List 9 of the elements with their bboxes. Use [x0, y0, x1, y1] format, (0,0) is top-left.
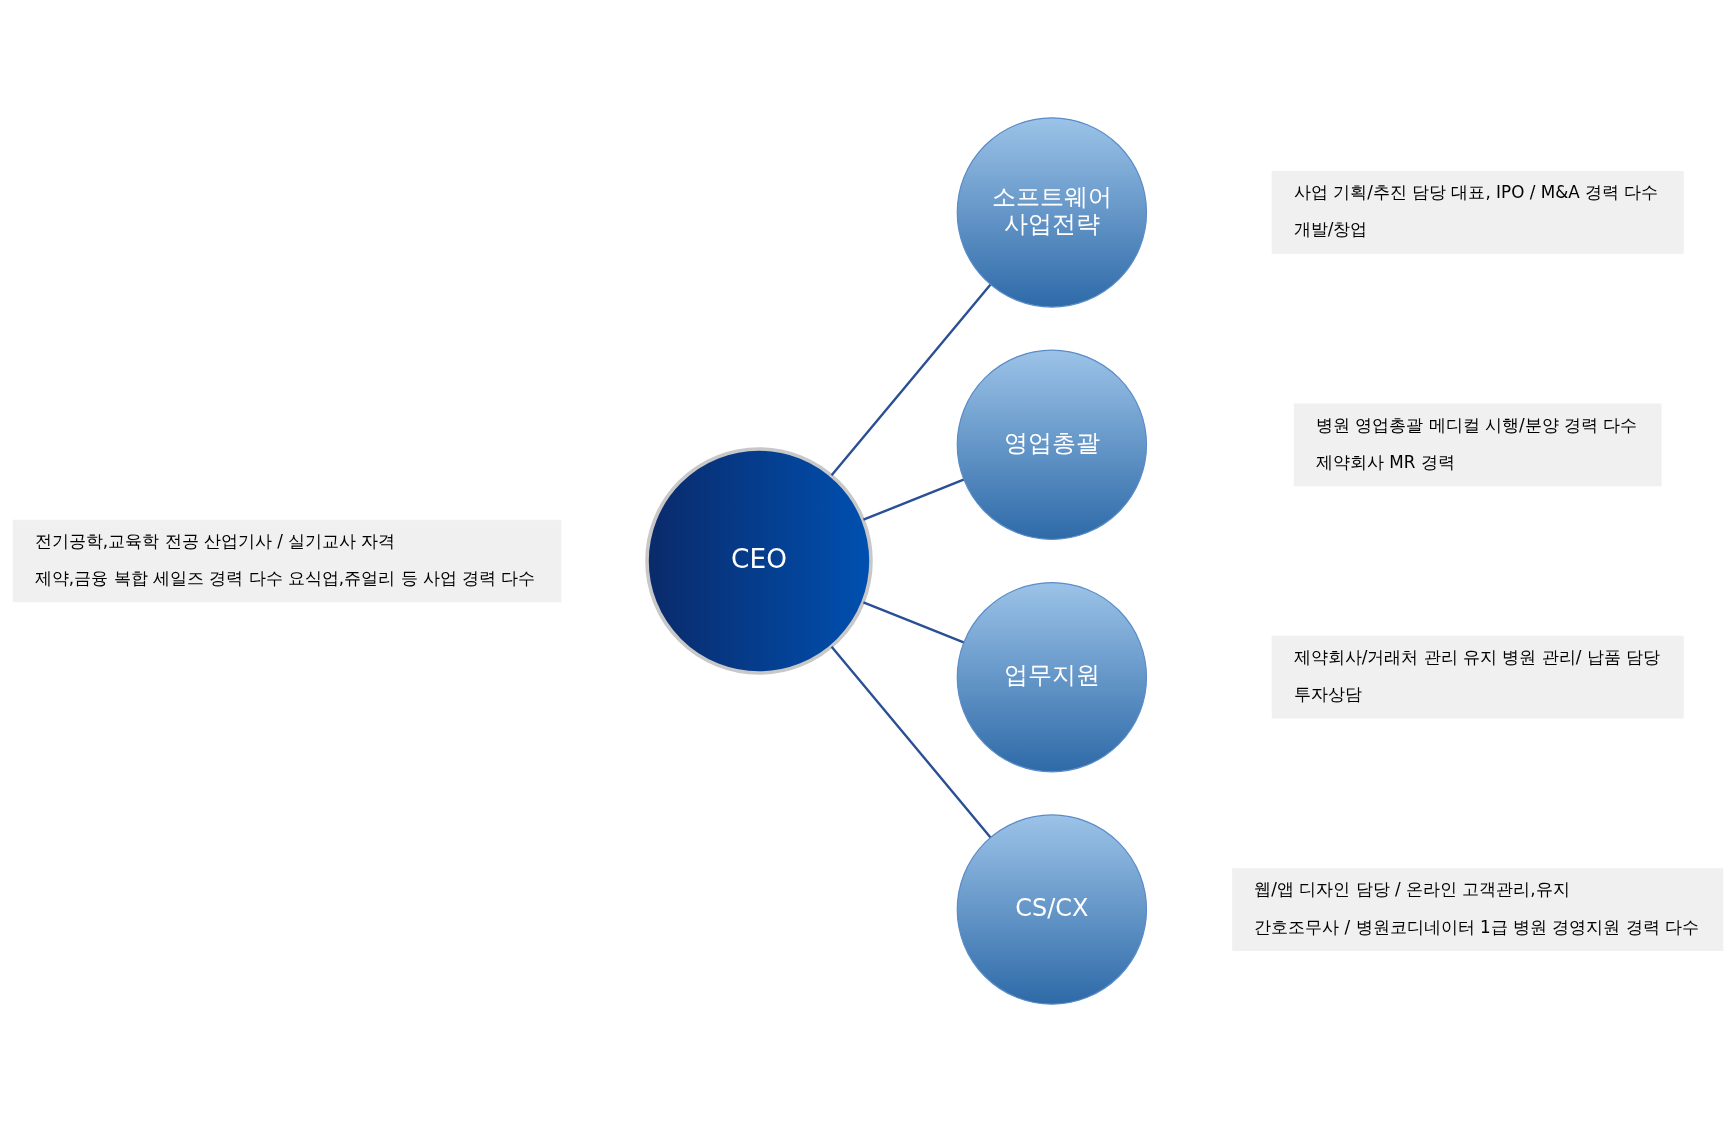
- connector: [862, 600, 965, 643]
- node-circle: CS/CX: [956, 813, 1148, 1005]
- node-circle: 소프트웨어 사업전략: [956, 116, 1148, 308]
- node-circle: CEO: [645, 446, 873, 675]
- node-circle: 업무지원: [956, 581, 1148, 772]
- connector: [862, 478, 965, 521]
- connector: [830, 645, 992, 838]
- node-circle: 영업총괄: [956, 349, 1148, 540]
- connector: [830, 283, 992, 476]
